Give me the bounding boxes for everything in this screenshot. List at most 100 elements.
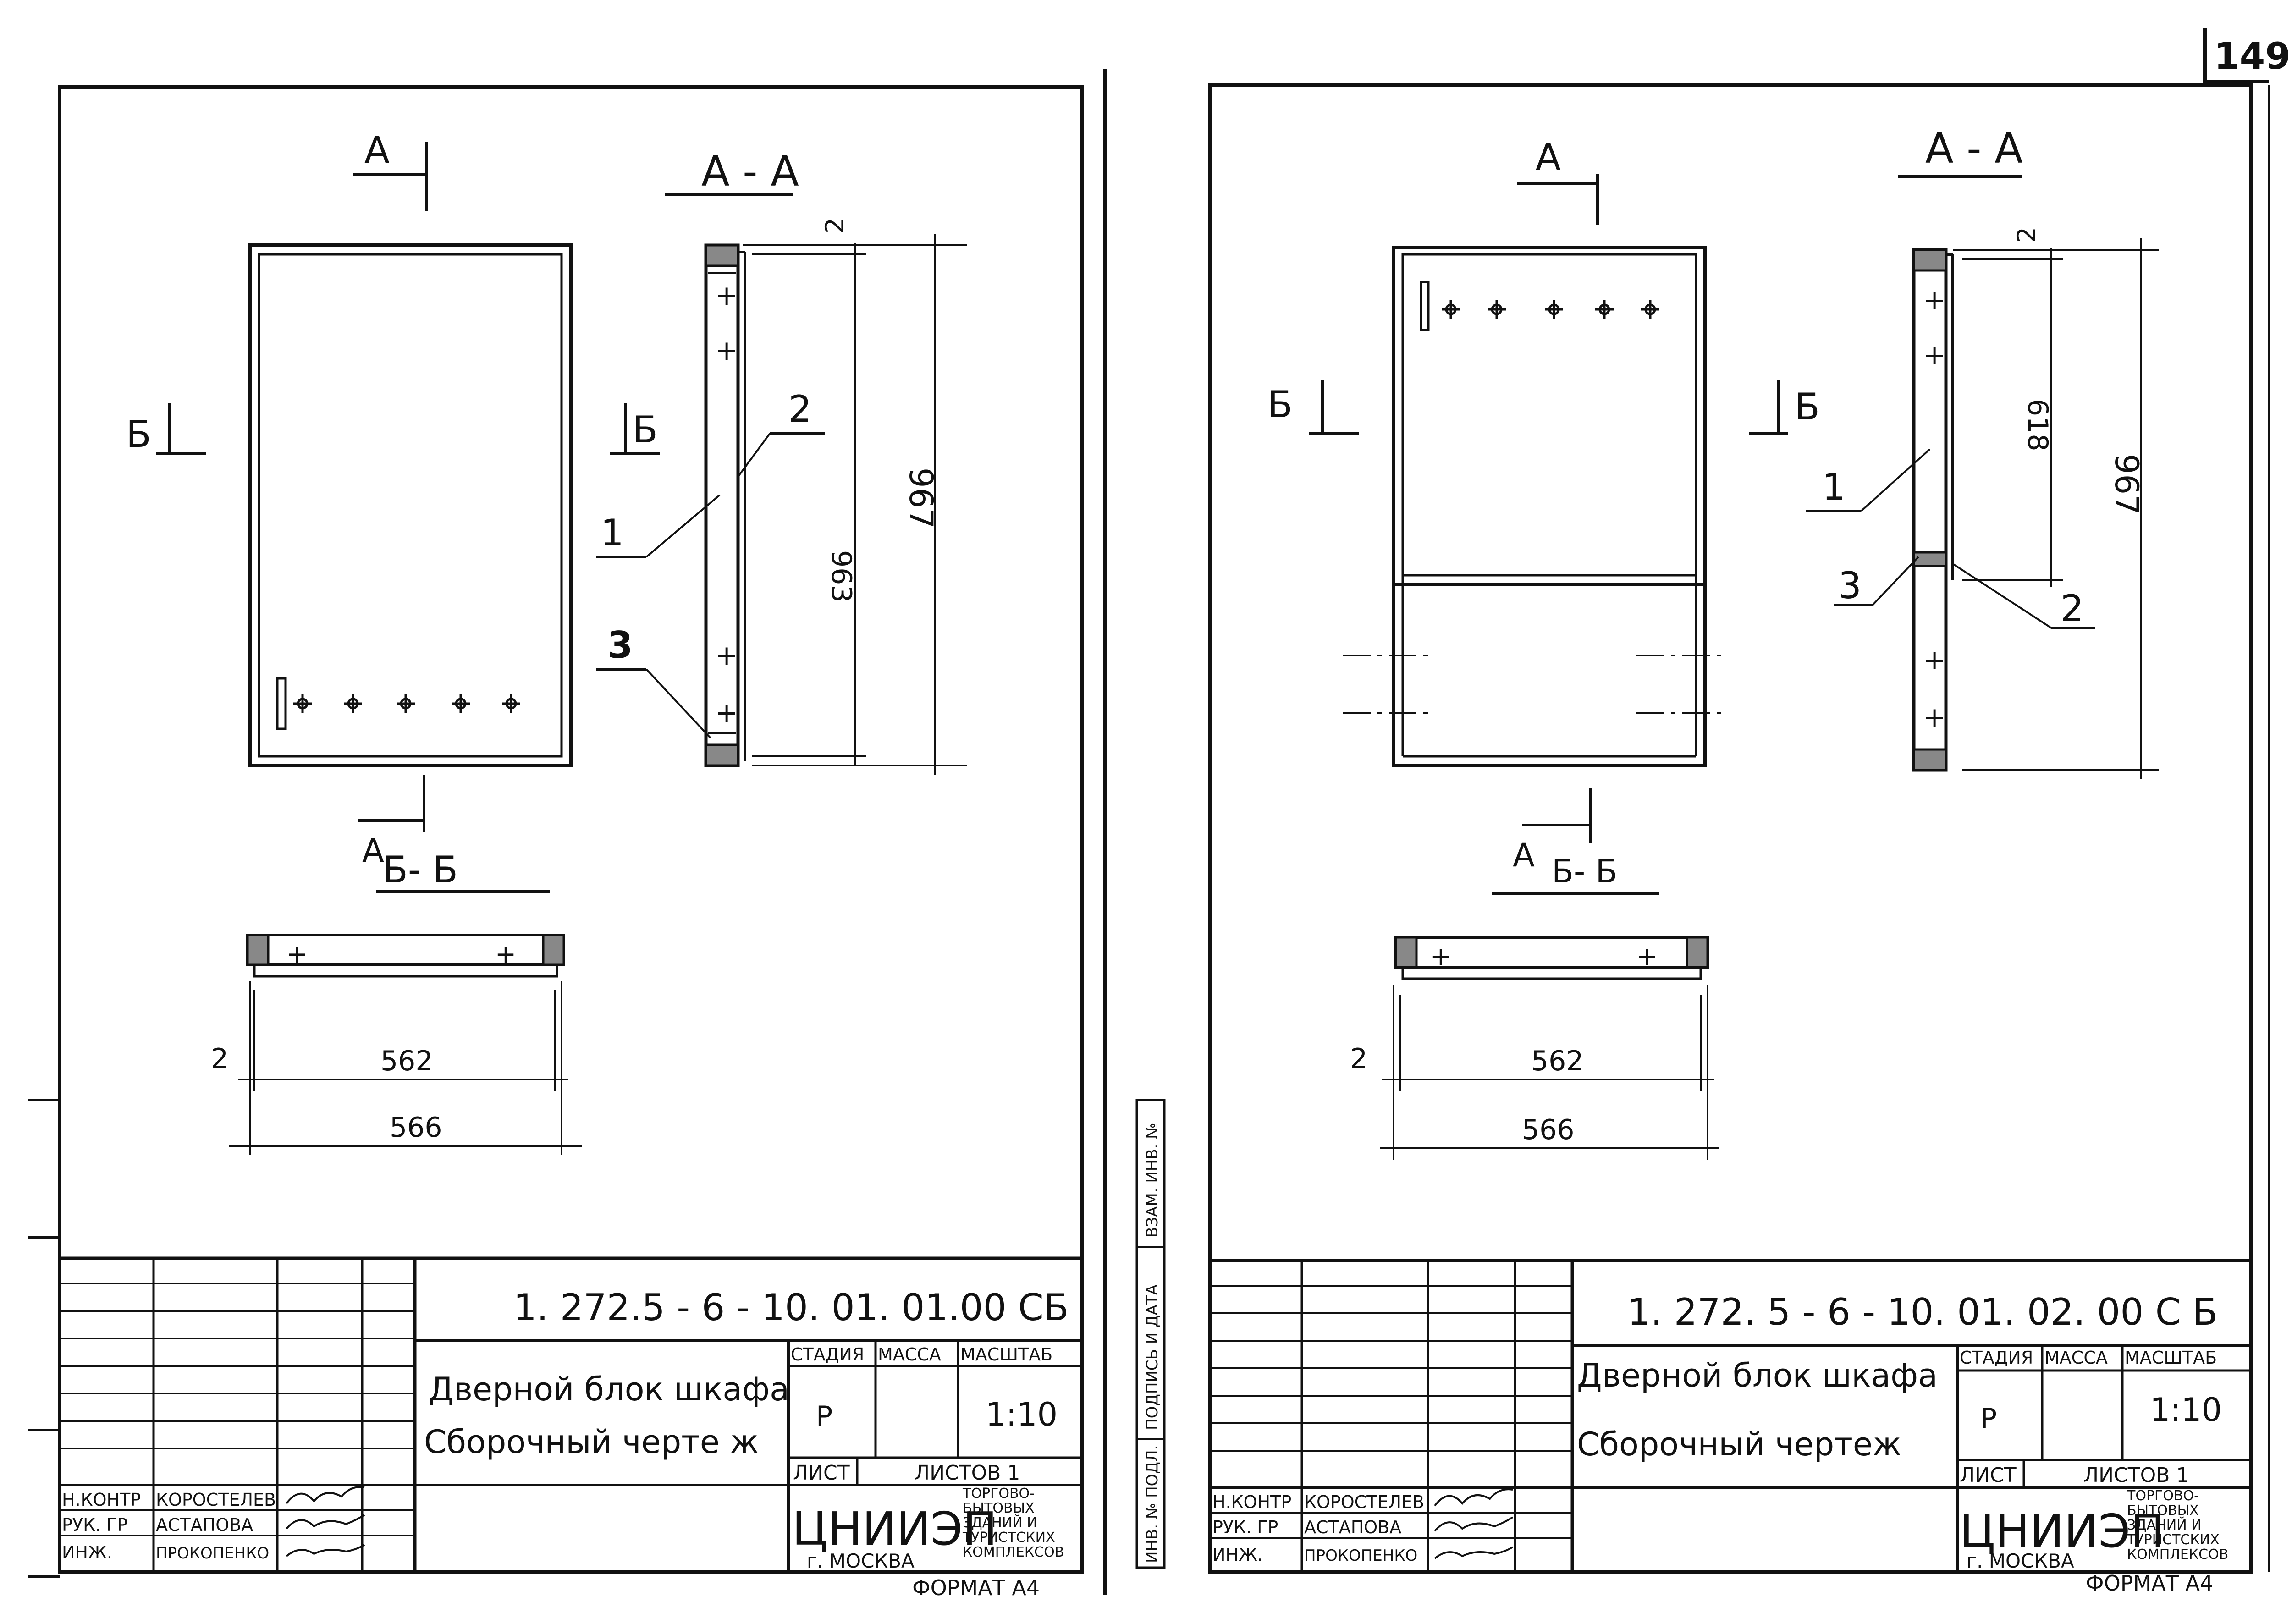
stage-value-left: Р <box>816 1400 832 1432</box>
sheet-left: А А Б Б А - А + + + + <box>58 85 1084 1600</box>
sheets-label-left: ЛИСТОВ 1 <box>915 1461 1020 1485</box>
org-desc-2-left: БЫТОВЫХ <box>963 1500 1035 1516</box>
sheets-label-right: ЛИСТОВ 1 <box>2083 1464 2189 1487</box>
org-city-left: г. МОСКВА <box>807 1550 915 1572</box>
name-astapova-left: АСТАПОВА <box>156 1515 253 1535</box>
title-block-right: Н.КОНТР КОРОСТЕЛЕВ РУК. ГР АСТАПОВА ИНЖ.… <box>1208 1259 2253 1596</box>
svg-text:+: + <box>286 939 308 969</box>
section-aa-left: + + + + 2 963 967 <box>704 218 967 775</box>
svg-text:+: + <box>715 697 738 729</box>
svg-text:+: + <box>1923 701 1946 733</box>
scale-value-left: 1:10 <box>986 1396 1058 1433</box>
stage-value-right: Р <box>1980 1403 1997 1435</box>
role-rukgr-left: РУК. ГР <box>62 1515 127 1535</box>
mass-header-right: МАССА <box>2044 1348 2108 1368</box>
dim-963: 963 <box>825 550 857 603</box>
name-astapova-right: АСТАПОВА <box>1304 1517 1401 1537</box>
callout-3-right: 3 <box>1838 564 1862 607</box>
org-desc-3-left: ЗДАНИЙ И <box>963 1514 1037 1531</box>
dim-2-aa-right: 2 <box>2012 227 2041 243</box>
dim-618: 618 <box>2022 399 2054 451</box>
scale-header-left: МАСШТАБ <box>960 1344 1052 1365</box>
svg-text:+: + <box>1430 941 1451 971</box>
org-desc-1-right: ТОРГОВО- <box>2127 1488 2199 1504</box>
org-desc-4-left: ТУРИСТСКИХ <box>962 1530 1055 1546</box>
section-marker-a-top: А <box>364 129 390 171</box>
org-desc-5-right: КОМПЛЕКСОВ <box>2127 1547 2228 1563</box>
svg-text:+: + <box>1636 941 1658 971</box>
role-inzh-left: ИНЖ. <box>62 1542 112 1563</box>
dim-967-left: 967 <box>902 468 940 529</box>
role-inzh-right: ИНЖ. <box>1212 1545 1263 1565</box>
callout-3-left: 3 <box>607 624 633 666</box>
role-rukgr-right: РУК. ГР <box>1212 1517 1278 1537</box>
signature-3-right <box>1434 1546 1514 1559</box>
dim-566-right: 566 <box>1522 1114 1575 1146</box>
org-name-left: ЦНИИЭП <box>792 1502 997 1556</box>
page-number: 149 <box>2214 35 2291 77</box>
section-marker-b-right: Б <box>633 408 658 451</box>
title-line2-right: Сборочный чертеж <box>1577 1426 1901 1463</box>
signature-1-right <box>1434 1488 1513 1507</box>
org-desc-1-left: ТОРГОВО- <box>962 1486 1035 1502</box>
svg-text:+: + <box>1923 644 1946 676</box>
title-line1-right: Дверной блок шкафа <box>1577 1357 1938 1394</box>
dim-562-left: 562 <box>380 1045 433 1077</box>
org-name-right: ЦНИИЭП <box>1960 1504 2165 1558</box>
hinge-holes-right <box>1442 300 1659 319</box>
section-marker-b-left-r: Б <box>1267 383 1293 426</box>
mass-header-left: МАССА <box>878 1344 941 1365</box>
section-aa-title-left: А - А <box>701 148 799 196</box>
svg-text:+: + <box>715 639 738 672</box>
svg-text:+: + <box>1923 284 1946 316</box>
stage-header-left: СТАДИЯ <box>791 1344 864 1365</box>
dim-2-bb-right: 2 <box>1350 1043 1367 1075</box>
side-stamp-sign: ПОДПИСЬ И ДАТА <box>1143 1284 1162 1430</box>
org-desc-4-right: ТУРИСТСКИХ <box>2127 1532 2220 1548</box>
callout-1-left: 1 <box>601 512 624 554</box>
sheet-right: ИНВ. № ПОДЛ. ПОДПИСЬ И ДАТА ВЗАМ. ИНВ. № <box>1135 83 2270 1596</box>
signature-2-left <box>286 1514 365 1530</box>
format-left: ФОРМАТ А4 <box>912 1575 1040 1600</box>
callout-2-right: 2 <box>2061 587 2084 630</box>
svg-text:+: + <box>715 335 738 367</box>
svg-text:+: + <box>1923 339 1946 371</box>
side-stamp <box>1135 1099 1166 1569</box>
format-right: ФОРМАТ А4 <box>2086 1571 2213 1596</box>
name-korostelev-right: КОРОСТЕЛЕВ <box>1304 1492 1424 1512</box>
stage-header-right: СТАДИЯ <box>1960 1348 2033 1368</box>
name-prokopenko-left: ПРОКОПЕНКО <box>156 1544 269 1563</box>
dim-562-right: 562 <box>1531 1045 1584 1077</box>
section-aa-right: + + + + 2 618 967 <box>1912 227 2159 779</box>
section-bb-title-left: Б- Б <box>383 848 458 891</box>
section-marker-b-right-r: Б <box>1795 385 1820 428</box>
callout-2-left: 2 <box>788 388 812 430</box>
signature-2-right <box>1434 1516 1514 1532</box>
side-stamp-vzam: ВЗАМ. ИНВ. № <box>1143 1123 1162 1238</box>
scale-header-right: МАСШТАБ <box>2125 1348 2217 1368</box>
sheet-label-right: ЛИСТ <box>1960 1464 2017 1487</box>
role-nkontr-left: Н.КОНТР <box>62 1490 141 1510</box>
front-view-right <box>1343 246 1728 767</box>
section-aa-title-right: А - А <box>1925 125 2023 173</box>
role-nkontr-right: Н.КОНТР <box>1212 1492 1291 1512</box>
drawing-code-right: 1. 272. 5 - 6 - 10. 01. 02. 00 С Б <box>1627 1291 2218 1333</box>
title-block-left: Н.КОНТР КОРОСТЕЛЕВ РУК. ГР АСТАПОВА ИНЖ.… <box>58 1256 1084 1600</box>
section-marker-a-bottom-right: А <box>1513 837 1535 874</box>
scale-value-right: 1:10 <box>2150 1391 2222 1429</box>
svg-text:+: + <box>715 280 738 312</box>
signature-1-left <box>286 1486 365 1504</box>
dim-2-aa-left: 2 <box>820 218 849 234</box>
name-korostelev-left: КОРОСТЕЛЕВ <box>156 1490 276 1510</box>
org-desc-5-left: КОМПЛЕКСОВ <box>963 1544 1064 1560</box>
signature-3-left <box>286 1544 365 1557</box>
svg-text:+: + <box>495 939 516 969</box>
section-marker-a-top-right: А <box>1536 136 1561 178</box>
dim-2-bb-left: 2 <box>211 1043 228 1075</box>
section-bb-left: + + 2 562 566 <box>211 934 582 1155</box>
front-view-left <box>248 243 573 767</box>
section-marker-b-left: Б <box>126 413 151 456</box>
name-prokopenko-right: ПРОКОПЕНКО <box>1304 1547 1417 1565</box>
org-desc-3-right: ЗДАНИЙ И <box>2127 1517 2202 1533</box>
